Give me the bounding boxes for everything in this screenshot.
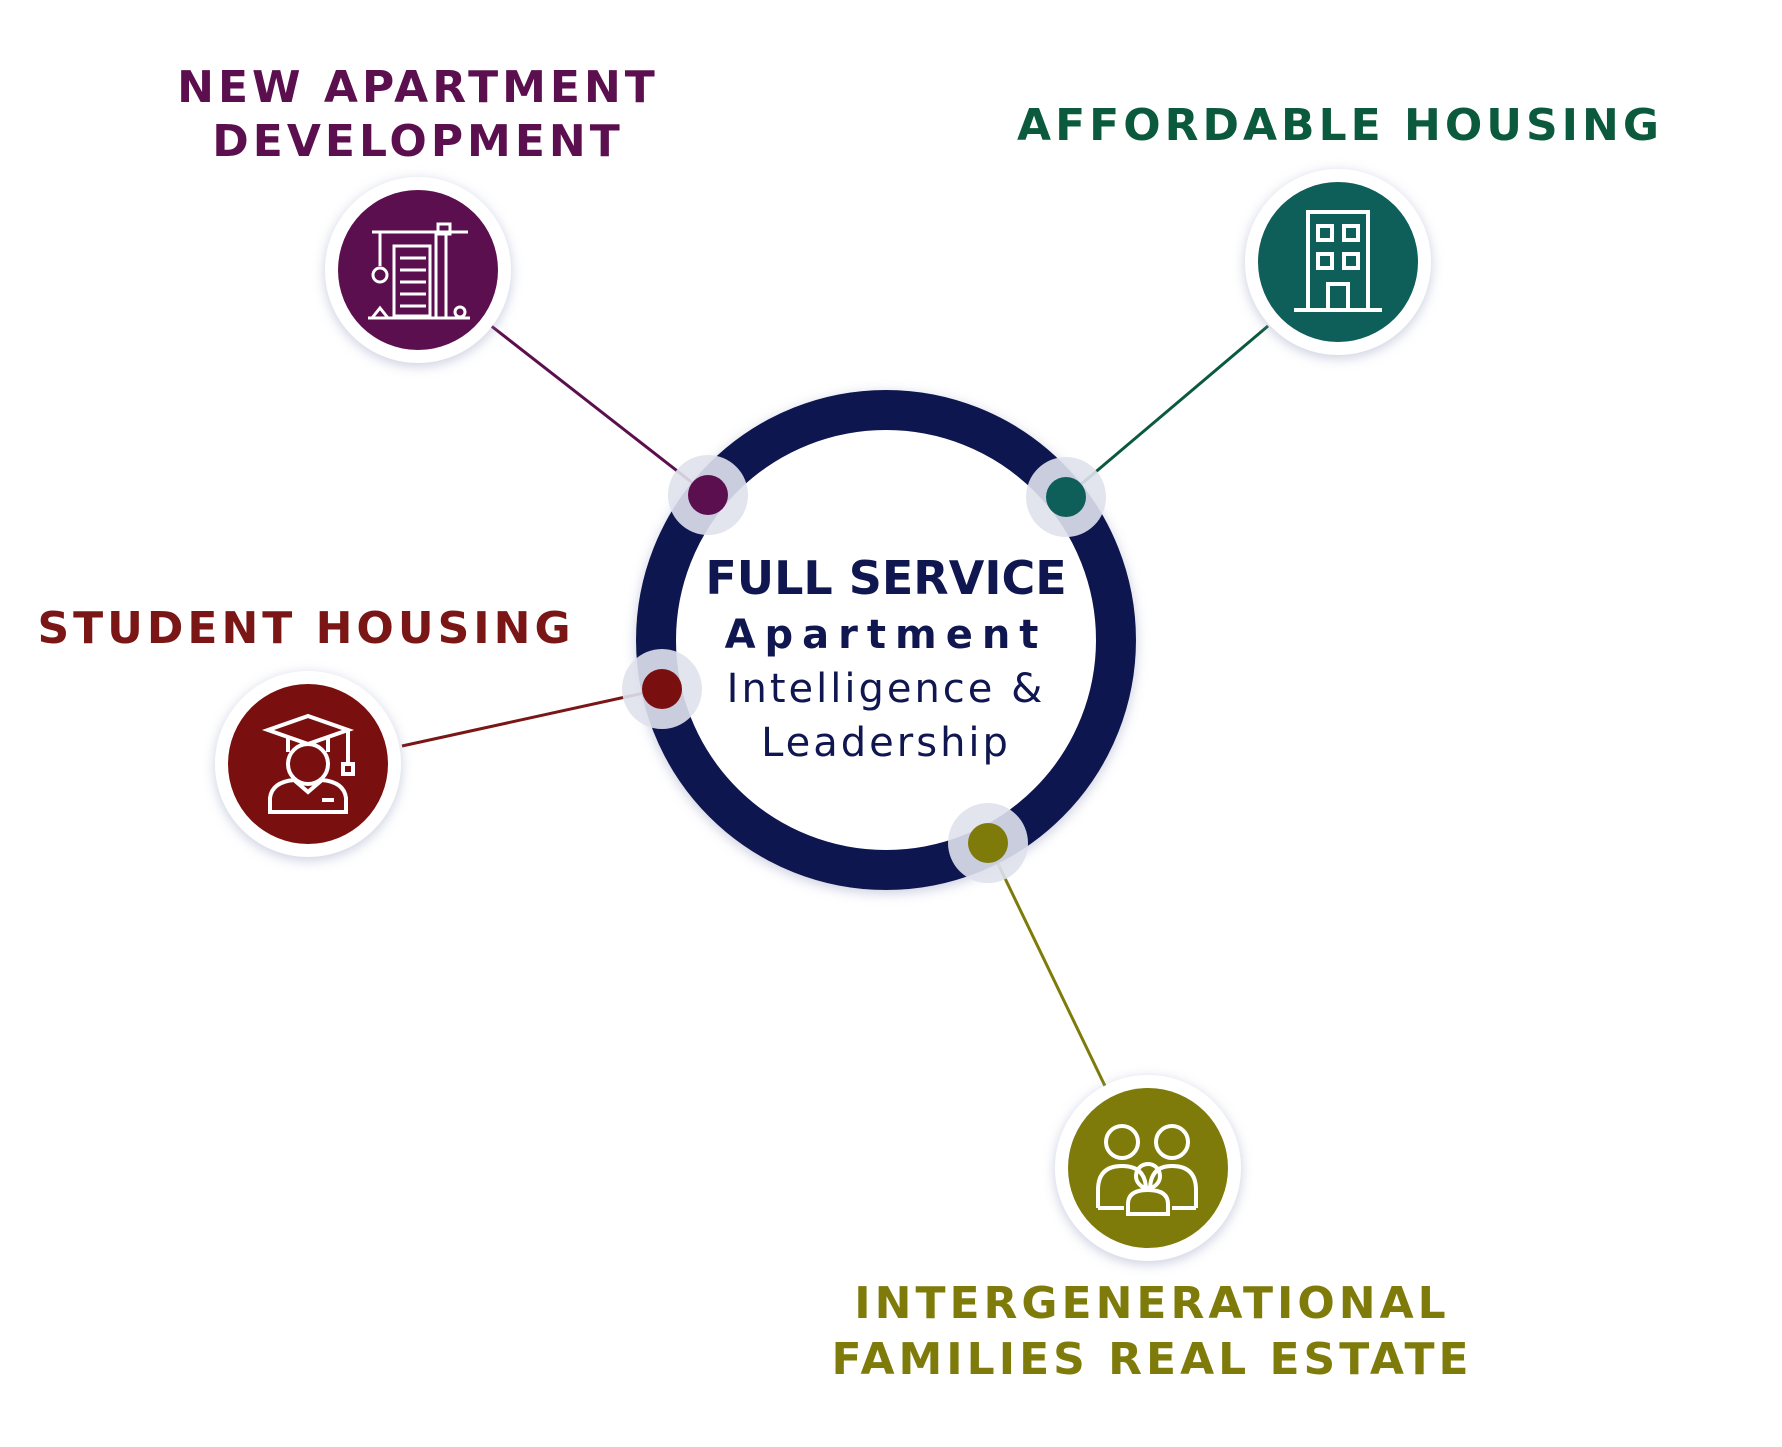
dot-student: [622, 649, 702, 729]
dot-intergen: [948, 803, 1028, 883]
node-new-apartment-title-2: DEVELOPMENT: [212, 116, 624, 167]
node-intergen: INTERGENERATIONAL FAMILIES REAL ESTATE: [831, 1075, 1472, 1385]
node-new-apartment: NEW APARTMENT DEVELOPMENT: [177, 62, 659, 363]
node-affordable: AFFORDABLE HOUSING: [1017, 100, 1663, 355]
family-icon: [1096, 1124, 1198, 1216]
apartment-building-icon: [1294, 210, 1382, 312]
node-student: STUDENT HOUSING: [37, 603, 574, 857]
connector-new-apartment: [489, 323, 709, 497]
center-ring: [636, 390, 1136, 890]
connector-intergen: [986, 842, 1107, 1087]
graduate-icon: [261, 713, 355, 814]
center-line-3: Intelligence &: [727, 666, 1046, 712]
node-student-title: STUDENT HOUSING: [37, 603, 574, 654]
center-title: FULL SERVICE: [705, 551, 1066, 605]
center-subtitle: Apartment: [725, 612, 1048, 658]
node-affordable-title: AFFORDABLE HOUSING: [1017, 100, 1663, 151]
node-new-apartment-title-1: NEW APARTMENT: [177, 62, 659, 113]
node-intergen-title-2: FAMILIES REAL ESTATE: [831, 1334, 1472, 1385]
center-line-4: Leadership: [761, 720, 1011, 766]
connector-affordable: [1065, 324, 1269, 499]
dot-new-apartment: [668, 455, 748, 535]
connector-student: [401, 687, 663, 748]
dot-affordable: [1026, 457, 1106, 537]
construction-crane-icon: [368, 222, 470, 320]
node-intergen-title-1: INTERGENERATIONAL: [854, 1278, 1449, 1329]
